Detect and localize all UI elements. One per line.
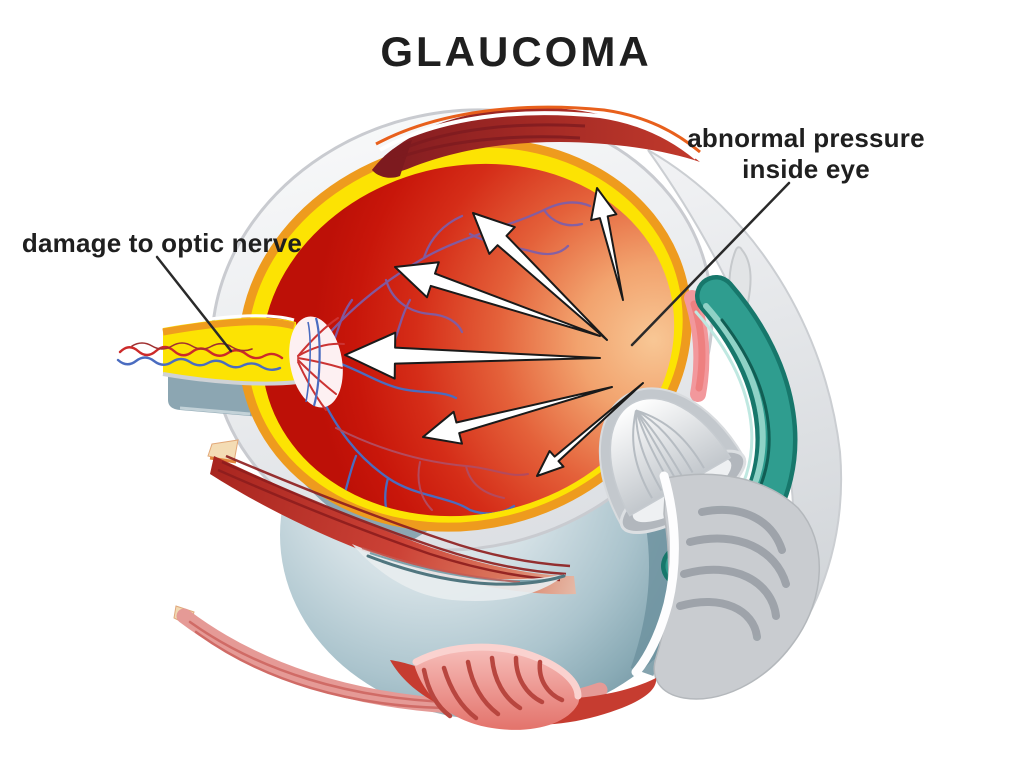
pressure-arrow [344,331,601,380]
conjunctiva-folds [631,471,821,700]
leader-lines [155,181,791,353]
pressure-arrow [422,386,613,445]
optic-nerve-orange-stripe [162,318,295,336]
pressure-arrows [344,187,644,477]
pressure-arrow [536,382,644,477]
pressure-arrow [472,212,608,341]
optic-nerve-label: damage to optic nerve [22,228,302,258]
eye-interior [261,163,675,517]
muscle-ribs [421,655,565,721]
optic-nerve-leader-line [155,255,233,353]
tendon-sheen [352,544,566,601]
superior-rectus-muscle [372,105,701,178]
pressure-label-line1: abnormal pressure [687,123,925,153]
diagram-title: GLAUCOMA [380,28,651,75]
pressure-leader-line [630,181,791,347]
optic-nerve-vessels [116,342,284,371]
pressure-arrow [394,261,601,337]
lens-fibers [632,409,705,499]
inferior-oblique-muscle [390,643,657,730]
sheath-highlight [179,406,251,416]
pressure-arrow [590,187,624,301]
pressure-label-line2: inside eye [742,154,870,184]
optic-nerve [116,314,300,386]
optic-disc [289,316,345,411]
